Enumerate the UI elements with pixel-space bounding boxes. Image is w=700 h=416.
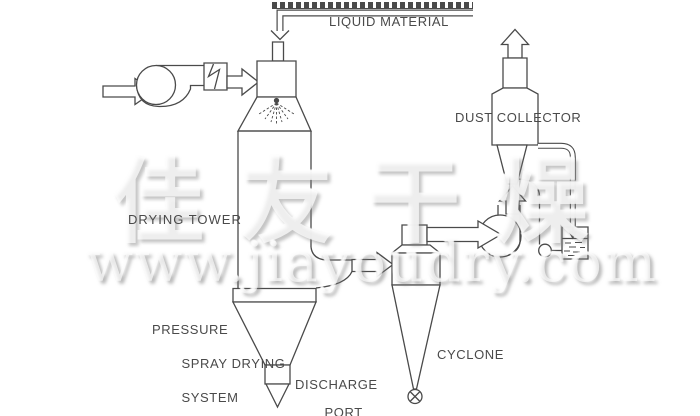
tower-body — [238, 131, 311, 288]
label-dust-collector: DUST COLLECTOR — [455, 110, 582, 125]
hot-air-arrow-icon — [227, 69, 259, 95]
duct-arrow-icon — [352, 253, 393, 277]
cyclone-outlet-arrow-icon — [427, 221, 501, 248]
cyclone-outlet-stub — [402, 225, 427, 245]
label-system-line2: SPRAY DRYING — [181, 356, 286, 371]
tower-flange — [233, 289, 316, 303]
water-tank — [562, 227, 588, 259]
dust-collector-stub — [503, 58, 527, 88]
label-discharge-port: DISCHARGE PORT — [295, 378, 378, 416]
label-cyclone: CYCLONE — [437, 347, 505, 362]
label-drying-tower: DRYING TOWER — [128, 212, 242, 227]
liquid-feed-pipe — [271, 13, 473, 40]
air-heater — [204, 63, 227, 90]
pump-icon — [539, 244, 562, 257]
label-discharge-line2: PORT — [324, 405, 363, 416]
label-discharge-line1: DISCHARGE — [295, 377, 378, 392]
cyclone-vessel — [392, 225, 440, 404]
heater-coil-icon — [209, 64, 220, 89]
dust-collector-cone — [497, 145, 527, 184]
tower-top-box — [257, 61, 296, 97]
fan-outlet-arrow-icon — [500, 186, 526, 214]
discharge-nozzle-tip — [266, 384, 289, 407]
dust-collector-vessel — [492, 30, 538, 185]
label-system-line1: PRESSURE — [152, 322, 229, 337]
tower-bottom — [233, 289, 316, 408]
supply-fan — [137, 66, 205, 107]
feed-arrow-icon — [271, 31, 289, 40]
support-hatch-bar — [272, 5, 473, 9]
cyclone-cap — [392, 245, 440, 253]
label-system-name: PRESSURE SPRAY DRYING SYSTEM — [152, 321, 286, 406]
spray-nozzle-icon — [259, 98, 294, 124]
pump-riser-pipe — [518, 179, 540, 245]
drain-pipe — [538, 146, 573, 229]
nozzle-stub — [273, 42, 284, 61]
tower-outlet-duct — [311, 247, 393, 288]
cyclone-cone — [392, 285, 440, 389]
label-system-line3: SYSTEM — [181, 390, 239, 405]
exhaust-arrow-icon — [502, 30, 529, 59]
tank-inlet-arrow-icon — [570, 232, 577, 238]
rotary-valve-icon — [408, 390, 422, 404]
cyclone-body — [392, 253, 440, 285]
liquid-level-marks — [564, 243, 585, 256]
drying-tower-vessel — [238, 42, 311, 288]
label-liquid-material: LIQUID MATERIAL — [329, 14, 450, 29]
